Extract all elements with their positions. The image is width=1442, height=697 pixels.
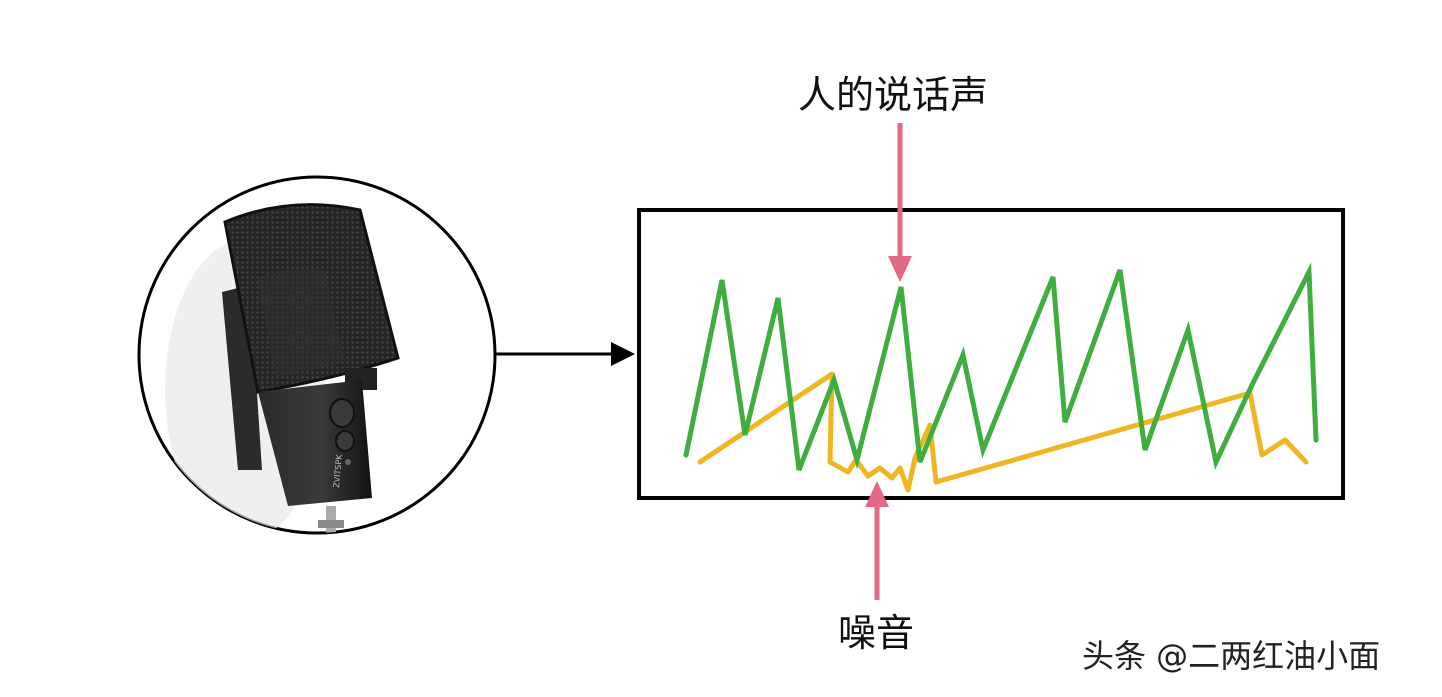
voice-wave [683, 262, 1319, 471]
noise-label: 噪音 [838, 611, 915, 655]
microphone-icon: ZVITSPK [165, 203, 400, 533]
flow-arrow-head [611, 342, 635, 366]
noise-wave [697, 371, 1309, 493]
mic-brand-text: ZVITSPK [332, 453, 344, 488]
voice-label: 人的说话声 [798, 73, 989, 117]
voice-pointer-arrow [888, 123, 912, 282]
waveform-box [637, 208, 1345, 500]
microphone-circle: ZVITSPK [137, 175, 497, 535]
noise-pointer-arrow [865, 481, 889, 600]
watermark: 头条 @二两红油小面 [1082, 637, 1381, 675]
